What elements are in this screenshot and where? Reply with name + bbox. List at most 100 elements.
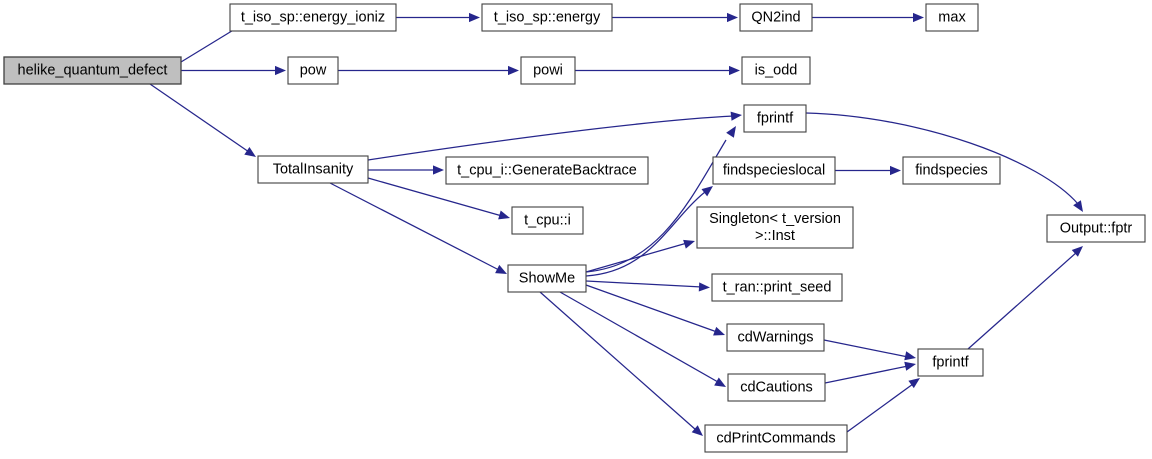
arrowhead-icon (244, 147, 256, 157)
edge-totalinsanity-to-showme (329, 182, 507, 274)
node-output_fptr[interactable]: Output::fptr (1046, 214, 1146, 243)
node-findspecies[interactable]: findspecies (902, 156, 1001, 185)
node-label: TotalInsanity (273, 161, 354, 177)
node-cdprintcommands[interactable]: cdPrintCommands (704, 424, 848, 453)
arrowhead-icon (1071, 246, 1083, 257)
node-box[interactable] (3, 56, 182, 85)
node-box[interactable] (902, 156, 1001, 185)
node-box[interactable] (704, 424, 848, 453)
node-label: cdPrintCommands (716, 430, 835, 446)
node-box[interactable] (743, 104, 807, 133)
edge-line (585, 284, 718, 333)
node-box[interactable] (257, 155, 369, 184)
arrowhead-icon (913, 12, 924, 23)
node-box[interactable] (741, 56, 811, 85)
arrowhead-icon (701, 186, 713, 197)
arrowhead-icon (726, 126, 736, 138)
node-label: t_cpu::i (524, 212, 571, 228)
node-label: findspecieslocal (723, 162, 825, 178)
node-powi[interactable]: powi (520, 56, 576, 85)
node-findspecieslocal[interactable]: findspecieslocal (712, 156, 836, 185)
edge-line (585, 242, 688, 273)
node-box[interactable] (511, 206, 584, 235)
node-box[interactable] (711, 273, 843, 302)
node-energy_ioniz[interactable]: t_iso_sp::energy_ioniz (229, 3, 397, 32)
edge-line (846, 383, 914, 433)
node-label: max (938, 9, 966, 25)
edge-showme-to-findspecieslocal (585, 186, 713, 277)
node-generatebacktrace[interactable]: t_cpu_i::GenerateBacktrace (445, 156, 649, 185)
node-label: t_cpu_i::GenerateBacktrace (457, 162, 637, 178)
arrowhead-icon (698, 282, 710, 292)
edge-line (539, 291, 697, 431)
edge-cdcautions-to-fprintf_bottom (824, 361, 916, 384)
edge-findspecieslocal-to-findspecies (835, 165, 901, 176)
node-box[interactable] (726, 323, 825, 352)
edge-pow-to-powi (338, 65, 519, 76)
node-pow[interactable]: pow (287, 56, 339, 85)
node-label: fprintf (932, 354, 969, 370)
arrowhead-icon (904, 351, 916, 361)
arrowhead-icon (508, 65, 519, 76)
node-label: QN2ind (751, 9, 800, 25)
node-cdwarnings[interactable]: cdWarnings (726, 323, 825, 352)
edge-line (149, 83, 250, 153)
node-singleton[interactable]: Singleton< t_version>::Inst (696, 206, 854, 249)
edge-line (367, 177, 503, 217)
node-label: cdCautions (740, 379, 813, 395)
edge-helike_quantum_defect-to-pow (181, 65, 286, 76)
edge-showme-to-cdwarnings (585, 284, 725, 336)
node-label: helike_quantum_defect (18, 62, 168, 78)
node-box[interactable] (229, 3, 397, 32)
edge-line (967, 251, 1078, 350)
node-is_odd[interactable]: is_odd (741, 56, 811, 85)
node-label: ShowMe (519, 270, 575, 286)
node-showme[interactable]: ShowMe (507, 264, 587, 293)
arrowhead-icon (495, 264, 507, 274)
node-qn2ind[interactable]: QN2ind (739, 3, 813, 32)
node-box[interactable] (445, 156, 649, 185)
node-label: Singleton< t_version>::Inst (709, 211, 841, 244)
edge-line (367, 115, 735, 161)
node-cdcautions[interactable]: cdCautions (727, 373, 826, 402)
arrowhead-icon (714, 377, 726, 387)
arrowhead-icon (1073, 200, 1083, 212)
edge-line (805, 112, 1079, 205)
node-box[interactable] (287, 56, 339, 85)
node-box[interactable] (507, 264, 587, 293)
edge-fprintf_top-to-output_fptr (805, 112, 1083, 212)
arrowhead-icon (469, 12, 480, 23)
node-print_seed[interactable]: t_ran::print_seed (711, 273, 843, 302)
edge-line (585, 191, 706, 277)
node-totalinsanity[interactable]: TotalInsanity (257, 155, 369, 184)
edge-showme-to-cdprintcommands (539, 291, 703, 436)
node-box[interactable] (696, 206, 854, 249)
node-label: is_odd (755, 62, 798, 78)
node-box[interactable] (520, 56, 576, 85)
arrowhead-icon (498, 210, 510, 220)
edge-energy-to-qn2ind (612, 12, 738, 23)
node-label: powi (533, 62, 563, 78)
node-fprintf_bottom[interactable]: fprintf (917, 348, 984, 377)
node-box[interactable] (925, 3, 979, 32)
node-box[interactable] (739, 3, 813, 32)
node-energy[interactable]: t_iso_sp::energy (481, 3, 613, 32)
node-fprintf_top[interactable]: fprintf (743, 104, 807, 133)
node-label: findspecies (915, 162, 988, 178)
node-box[interactable] (727, 373, 826, 402)
node-label: Output::fptr (1060, 220, 1133, 236)
edge-powi-to-is_odd (575, 65, 740, 76)
node-box[interactable] (712, 156, 836, 185)
node-box[interactable] (917, 348, 984, 377)
node-box[interactable] (1046, 214, 1146, 243)
node-label: t_ran::print_seed (723, 279, 832, 295)
node-helike_quantum_defect[interactable]: helike_quantum_defect (3, 56, 182, 85)
edge-line (559, 291, 719, 383)
arrowhead-icon (433, 165, 444, 175)
node-max[interactable]: max (925, 3, 979, 32)
node-box[interactable] (481, 3, 613, 32)
edge-line (180, 25, 241, 63)
node-t_cpu_i[interactable]: t_cpu::i (511, 206, 584, 235)
